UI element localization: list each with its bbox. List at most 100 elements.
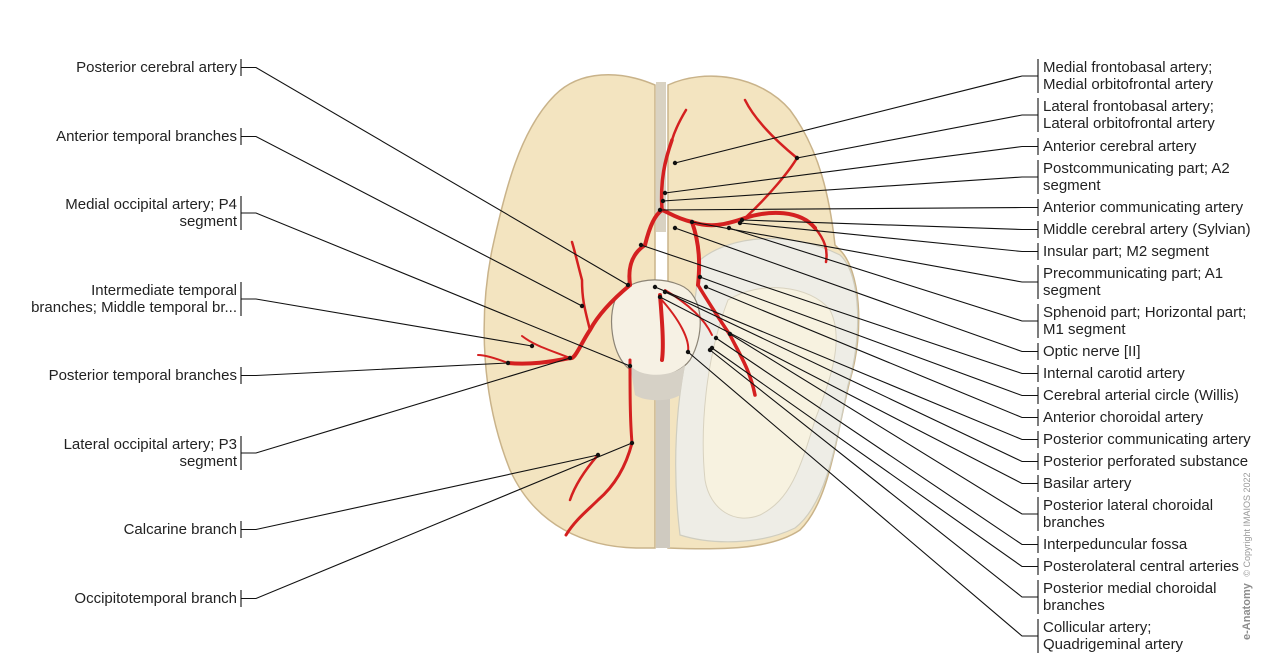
bracket-medial-frontobasal-artery (674, 59, 1039, 164)
bracket-internal-carotid-artery (640, 244, 1039, 382)
label-optic-nerve: Optic nerve [II] (1043, 343, 1141, 360)
bracket-insular-part (739, 222, 1039, 260)
label-collicular-artery: Collicular artery;Quadrigeminal artery (1043, 619, 1183, 653)
label-line: Posterior lateral choroidal (1043, 497, 1214, 514)
label-line: Posterior medial choroidal (1043, 580, 1217, 597)
label-posterolateral-central-arteries: Posterolateral central arteries (1043, 558, 1239, 575)
label-line: Posterior communicating artery (1043, 431, 1251, 448)
label-lateral-frontobasal-artery: Lateral frontobasal artery;Lateral orbit… (1043, 98, 1215, 132)
bracket-intermediate-temporal-branches (240, 282, 533, 347)
bracket-anterior-cerebral-artery (664, 138, 1039, 194)
label-posterior-cerebral-artery: Posterior cerebral artery (76, 59, 237, 76)
label-occipitotemporal-branch: Occipitotemporal branch (74, 590, 237, 607)
label-line: Precommunicating part; A1 (1043, 265, 1224, 282)
watermark: e-Anatomy © Copyright IMAIOS 2022 (1241, 472, 1253, 640)
watermark-copyright: © Copyright IMAIOS 2022 (1242, 472, 1252, 577)
midbrain (610, 279, 701, 377)
label-anterior-communicating-artery: Anterior communicating artery (1043, 199, 1243, 216)
label-line: branches (1043, 597, 1105, 614)
bracket-middle-cerebral-artery (741, 219, 1039, 238)
label-line: Lateral occipital artery; P3 (63, 436, 237, 453)
bracket-posterior-communicating-artery (654, 286, 1039, 448)
posterior-cerebral-left-vessel (506, 283, 632, 366)
bracket-posterior-lateral-choroidal-branches (729, 333, 1039, 531)
label-anterior-temporal-branches: Anterior temporal branches (56, 128, 237, 145)
label-posterior-temporal-branches: Posterior temporal branches (49, 367, 237, 384)
label-line: Intermediate temporal (91, 282, 237, 299)
label-line: M1 segment (1043, 321, 1126, 338)
bracket-anterior-communicating-artery (659, 199, 1039, 216)
label-line: Postcommunicating part; A2 (1043, 160, 1230, 177)
label-line: Interpeduncular fossa (1043, 536, 1188, 553)
label-line: Internal carotid artery (1043, 365, 1185, 382)
label-line: Basilar artery (1043, 475, 1132, 492)
left-ica-vessel (627, 243, 647, 287)
label-line: branches (1043, 514, 1105, 531)
label-middle-cerebral-artery: Middle cerebral artery (Sylvian) (1043, 221, 1251, 238)
bracket-sphenoid-part (728, 227, 1039, 338)
label-internal-carotid-artery: Internal carotid artery (1043, 365, 1185, 382)
left-temporal-branches (570, 240, 592, 332)
label-line: Posterolateral central arteries (1043, 558, 1239, 575)
watermark-brand: e-Anatomy (1241, 583, 1253, 640)
label-line: Anterior communicating artery (1043, 199, 1244, 216)
label-line: Optic nerve [II] (1043, 343, 1141, 360)
label-line: Sphenoid part; Horizontal part; (1043, 304, 1247, 321)
label-line: Medial frontobasal artery; (1043, 59, 1213, 76)
label-anterior-choroidal-artery: Anterior choroidal artery (1043, 409, 1203, 426)
medial-frontobasal-vessel (670, 108, 688, 142)
bracket-postcommunicating-part (662, 160, 1039, 202)
right-ica-vessel (690, 220, 702, 287)
label-line: segment (179, 213, 237, 230)
bracket-lateral-occipital-artery (240, 357, 571, 470)
bracket-posterior-temporal-branches (240, 362, 509, 384)
bracket-lateral-frontobasal-artery (796, 98, 1039, 159)
label-line: Middle cerebral artery (Sylvian) (1043, 221, 1251, 238)
label-line: Insular part; M2 segment (1043, 243, 1209, 260)
label-posterior-perforated-substance: Posterior perforated substance (1043, 453, 1248, 470)
label-line: Posterior cerebral artery (76, 59, 237, 76)
bracket-collicular-artery (687, 351, 1039, 653)
leader-lines (240, 59, 1039, 653)
bracket-posterior-cerebral-artery (240, 59, 629, 286)
left-intermediate-vessel (477, 335, 571, 364)
bracket-cerebral-arterial-circle (699, 276, 1039, 404)
label-basilar-artery: Basilar artery (1043, 475, 1131, 492)
label-anterior-cerebral-artery: Anterior cerebral artery (1043, 138, 1196, 155)
label-sphenoid-part: Sphenoid part; Horizontal part;M1 segmen… (1043, 304, 1246, 338)
label-line: Lateral frontobasal artery; (1043, 98, 1214, 115)
bracket-posterolateral-central-arteries (711, 347, 1039, 575)
brain-illustration (477, 74, 860, 550)
label-line: Calcarine branch (123, 521, 237, 538)
cerebellum-stalk (630, 365, 685, 401)
label-line: segment (1043, 177, 1101, 194)
left-occipital-vessel (564, 358, 634, 537)
bracket-interpeduncular-fossa (715, 337, 1039, 553)
longitudinal-fissure (656, 82, 666, 232)
bracket-medial-occipital-artery (240, 196, 631, 367)
bracket-posterior-perforated-substance (664, 291, 1039, 470)
left-hemisphere (483, 74, 656, 549)
label-line: Lateral orbitofrontal artery (1043, 115, 1215, 132)
label-line: Posterior perforated substance (1043, 453, 1249, 470)
bracket-anterior-choroidal-artery (705, 286, 1039, 426)
label-line: Anterior cerebral artery (1043, 138, 1197, 155)
bracket-basilar-artery (659, 296, 1039, 492)
label-medial-frontobasal-artery: Medial frontobasal artery;Medial orbitof… (1043, 59, 1213, 93)
label-calcarine-branch: Calcarine branch (124, 521, 237, 538)
bracket-posterior-medial-choroidal-branches (709, 349, 1039, 614)
bracket-occipitotemporal-branch (240, 442, 633, 607)
bracket-calcarine-branch (240, 454, 599, 538)
label-posterior-communicating-artery: Posterior communicating artery (1043, 431, 1251, 448)
label-line: Anterior temporal branches (56, 128, 237, 145)
label-interpeduncular-fossa: Interpeduncular fossa (1043, 536, 1187, 553)
label-line: Posterior temporal branches (48, 367, 237, 384)
label-cerebral-arterial-circle: Cerebral arterial circle (Willis) (1043, 387, 1239, 404)
